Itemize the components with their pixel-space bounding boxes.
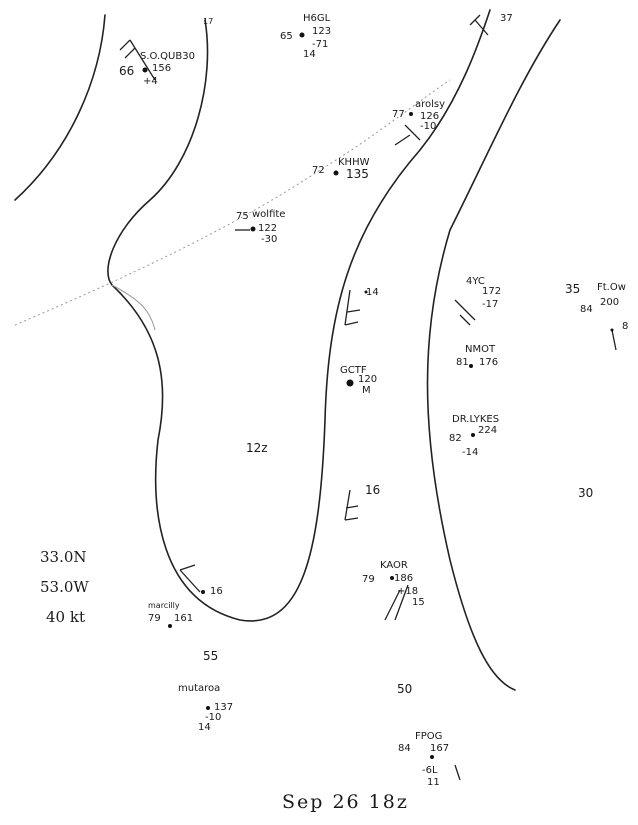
station-id: Ft.Ow — [597, 282, 626, 293]
station-sub: -10 — [420, 121, 437, 132]
station-value: 137 — [214, 702, 234, 713]
station-value: 176 — [479, 357, 499, 368]
station-left: 82 — [449, 433, 462, 444]
front-main — [107, 9, 491, 622]
station-sub: -10 — [205, 712, 222, 723]
station-sub: +18 — [397, 586, 419, 597]
station-sub: -14 — [462, 447, 479, 458]
barb-value-1: 14 — [366, 287, 379, 298]
station-value: 120 — [358, 374, 378, 385]
station-left: 77 — [392, 109, 405, 120]
station-wind: 14 — [303, 49, 316, 60]
front-right — [426, 19, 561, 691]
station-wind: 11 — [427, 777, 440, 788]
station-value: 200 — [600, 297, 620, 308]
barb-value-4: 37 — [500, 13, 513, 24]
barb-value-2: 16 — [365, 483, 381, 497]
station-id: GCTF — [340, 365, 367, 376]
station-value: 156 — [152, 63, 172, 74]
station-value: 161 — [174, 613, 194, 624]
dashed-line — [14, 79, 451, 326]
storm-lat: 33.0N — [40, 548, 87, 566]
barb-4 — [179, 564, 201, 593]
barb-9 — [611, 329, 617, 351]
station-id: marcilly — [148, 601, 180, 610]
barb-8 — [454, 299, 476, 326]
station-wind: 15 — [412, 597, 425, 608]
station-id: NMOT — [465, 344, 496, 355]
station-sub: -71 — [312, 39, 329, 50]
isobar-30: 30 — [578, 486, 594, 500]
station-left: 81 — [456, 357, 469, 368]
station-id: S.O.QUB30 — [140, 51, 195, 62]
station-id: KHHW — [338, 157, 370, 168]
time-label: 12z — [246, 441, 268, 455]
station-value: 135 — [346, 167, 369, 181]
front-left — [14, 14, 106, 201]
storm-lon: 53.0W — [40, 578, 89, 596]
station-id: mutaroa — [178, 683, 221, 694]
station-value: 224 — [478, 425, 498, 436]
barb-1 — [119, 39, 156, 81]
station-sub: -30 — [261, 234, 278, 245]
station-sub: -17 — [482, 299, 499, 310]
station-value: 122 — [258, 223, 278, 234]
barb-3 — [344, 489, 359, 521]
station-sub: -6L — [422, 765, 438, 776]
station-value: 186 — [394, 573, 414, 584]
barb-value-3: 16 — [210, 586, 223, 597]
station-id: wolfite — [252, 209, 286, 220]
station-left: 65 — [280, 31, 293, 42]
station-value: 123 — [312, 26, 332, 37]
station-id: DR.LYKES — [452, 414, 500, 425]
station-left: 84 — [580, 304, 593, 315]
misc-17: 17 — [203, 17, 214, 26]
isobar-35: 35 — [565, 282, 581, 296]
station-left: 79 — [362, 574, 375, 585]
station-value: 126 — [420, 111, 440, 122]
station-id: FPOG — [415, 731, 443, 742]
station-value: 172 — [482, 286, 502, 297]
station-left: 66 — [119, 64, 135, 78]
map-title: Sep 26 18z — [282, 791, 409, 813]
barb-2 — [344, 289, 361, 326]
storm-wind: 40 kt — [46, 608, 85, 626]
isobar-50: 50 — [397, 682, 413, 696]
station-sub: +4 — [143, 76, 158, 87]
station-wind: 14 — [198, 722, 211, 733]
isobar-55: 55 — [203, 649, 219, 663]
station-id: H6GL — [303, 13, 331, 24]
station-left: 79 — [148, 613, 161, 624]
station-sub: 8 — [622, 321, 629, 332]
station-id: arolsy — [415, 99, 446, 110]
station-value: 167 — [430, 743, 450, 754]
station-id: 4YC — [466, 276, 485, 287]
thin-branch — [111, 284, 156, 331]
station-left: 72 — [312, 165, 325, 176]
barb-5 — [469, 14, 489, 36]
station-sub: M — [362, 385, 371, 396]
station-id: KAOR — [380, 560, 408, 571]
barb-7 — [394, 124, 421, 146]
barb-10 — [454, 764, 461, 781]
station-left: 75 — [236, 211, 249, 222]
station-left: 84 — [398, 743, 411, 754]
barb-6 — [384, 584, 409, 621]
